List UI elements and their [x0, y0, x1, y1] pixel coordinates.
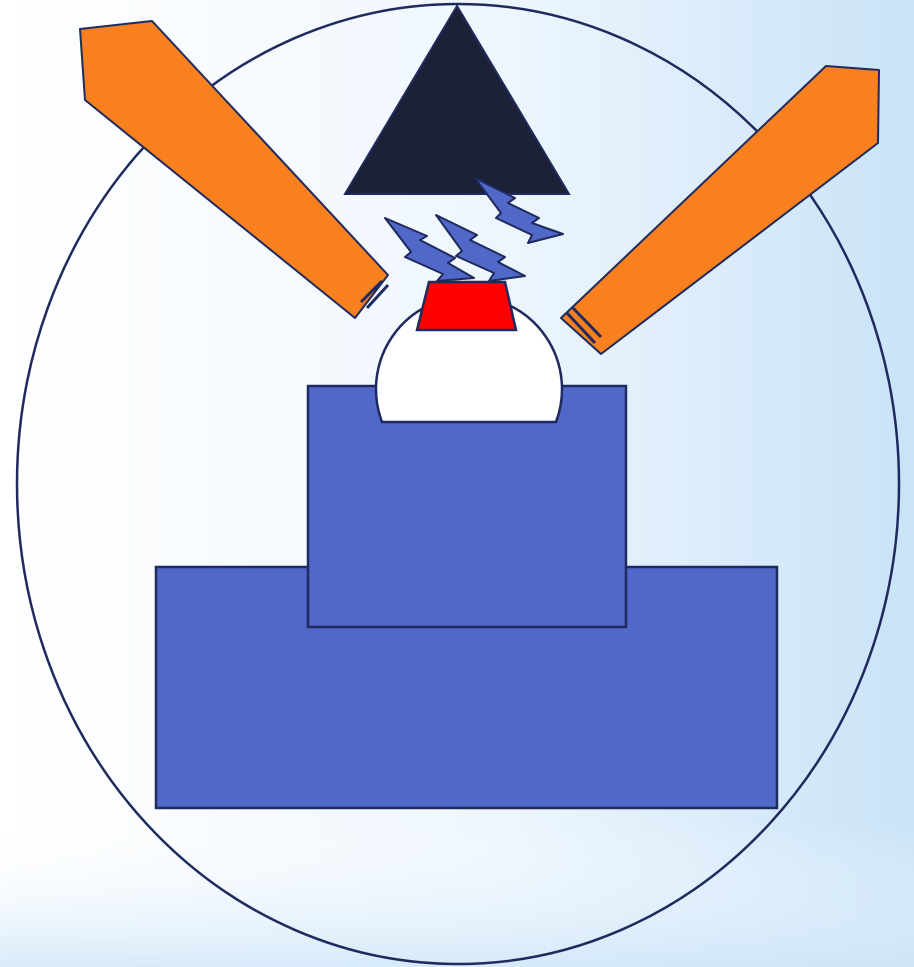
arrow-up-right-icon: [561, 66, 879, 354]
red-sample-block: [417, 282, 516, 330]
triangle-icon: [345, 6, 569, 194]
